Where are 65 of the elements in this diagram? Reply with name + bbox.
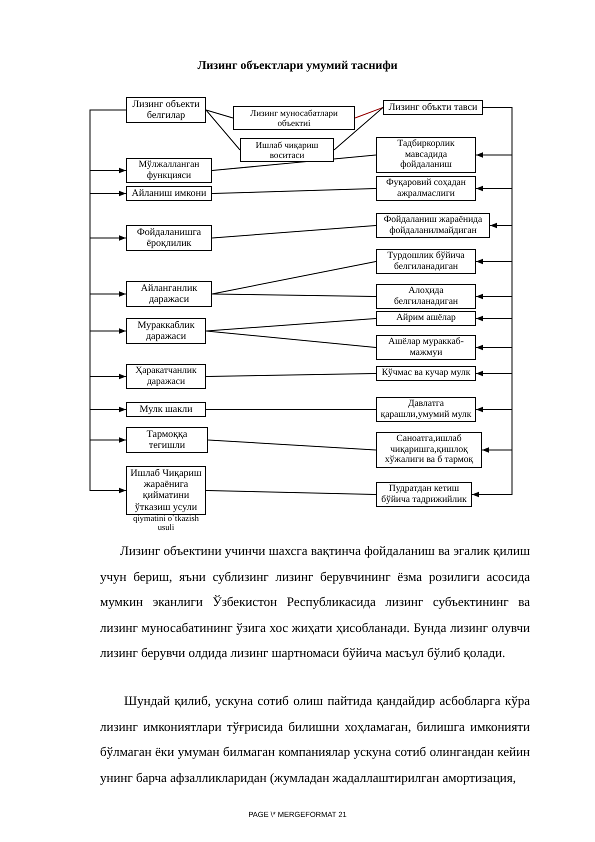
box-label: Мураккаблик даражаси xyxy=(136,320,196,342)
box-label: Фуқаровий соҳадан ажралмаслиги xyxy=(385,178,467,200)
box-label: Тадбиркорлик мавсадида фойдаланиш xyxy=(396,139,456,171)
connector-line xyxy=(208,440,376,450)
category-box xyxy=(376,137,476,173)
category-box xyxy=(233,106,355,130)
category-box xyxy=(376,366,476,381)
connector-line xyxy=(354,107,384,118)
box-label: Лизинг муносабатлари объектиі xyxy=(249,108,339,128)
box-label: Ишлаб Чиқариш жараёнига қийматини ўтказиш усули xyxy=(129,468,203,513)
box-label: Кўчмас ва кучар мулк xyxy=(380,368,472,379)
box-label: Ишлаб чиқариш воситаси xyxy=(254,140,320,160)
connector-line xyxy=(206,330,376,348)
connector-line xyxy=(334,107,384,150)
category-box xyxy=(126,364,206,390)
connector-line xyxy=(206,110,240,150)
connector-line xyxy=(212,294,376,297)
category-box xyxy=(126,158,212,184)
connector-line xyxy=(212,225,376,238)
box-label: Айрим ашёлар xyxy=(395,313,457,324)
body-paragraph: Шундай қилиб, ускуна сотиб олиш пайтида қандайдир асбобларга кўра лизинг имкониятлари тўғрисида билишни хоҳламаган, билишга имконияти бўлмаган ёки умуман билмаган компаниялар ускуна сотиб олингандан кейин унинг барча афзалликларидан (жумладан жадаллаштирилган амортизация, xyxy=(100,692,530,787)
connector-line xyxy=(206,318,376,332)
category-box xyxy=(376,335,476,360)
category-box xyxy=(126,281,212,308)
connector-line xyxy=(212,188,376,194)
connector-line xyxy=(206,110,234,118)
box-label: Фойдаланишга ёроқлилик xyxy=(136,227,202,250)
category-box xyxy=(126,225,212,252)
box-label: Турдошлик бўйича белгиланадиган xyxy=(386,251,466,272)
category-box xyxy=(126,427,208,454)
category-box xyxy=(126,402,206,418)
box-label: Фойдаланиш жараёнида фойдаланилмайдиган xyxy=(382,215,484,236)
box-label: Ҳаракатчанлик даражаси xyxy=(134,366,198,388)
category-box xyxy=(126,186,212,202)
box-note: qiymatini o`tkazish usuli xyxy=(132,514,200,532)
box-label: Давлатга қарашли,умумий мулк xyxy=(380,399,472,420)
category-box xyxy=(376,432,482,468)
category-box xyxy=(376,284,476,310)
box-label: Алоҳида белгиланадиган xyxy=(392,286,460,308)
box-label: Лизинг объекти белгилар xyxy=(131,99,201,122)
body-paragraph: Лизинг объектини учинчи шахсга вақтинча фойдаланиш ва эгалик қилиш учун бериш, яъни сублизинг лизинг берувчининг ёзма розилиги асосида мумкин эканлиги Ўзбекистон Республикасида лизинг субъектининг ва лизинг муносабатининг ўзига хос жиҳати ҳисобланади. Бунда лизинг олувчи лизинг берувчи олдида лизинг шартномаси бўйича масъул бўлиб қолади. xyxy=(100,542,530,662)
category-box xyxy=(126,318,206,344)
arrow xyxy=(472,107,512,498)
box-label: Мулк шакли xyxy=(138,404,194,416)
connector-line xyxy=(206,373,376,377)
category-box xyxy=(376,311,476,326)
category-box xyxy=(376,249,476,274)
connector-line xyxy=(206,490,376,495)
category-box xyxy=(376,482,472,508)
connector-line xyxy=(212,261,376,294)
box-label: Пудратдан кетиш бўйича тадрижийлик xyxy=(380,484,468,506)
box-label: Ашёлар мураккаб-мажмуи xyxy=(387,337,465,358)
category-box xyxy=(240,138,334,162)
box-label: Мўлжалланган функцияси xyxy=(138,160,200,182)
box-label: Саноатга,ишлаб чиқаришга,қишлоқ хўжалиги ва б тармоқ xyxy=(384,434,474,466)
box-label: Лизинг объкти тавси xyxy=(388,102,478,114)
category-box xyxy=(376,176,476,202)
connector-line xyxy=(206,409,376,410)
box-label: Тармоққа тегишли xyxy=(146,429,188,452)
category-box xyxy=(126,97,206,124)
diagram-title: Лизинг объектлари умумий таснифи xyxy=(196,58,399,73)
category-box xyxy=(383,100,483,116)
box-label: Айланганлик даражаси xyxy=(140,283,198,306)
category-box xyxy=(376,213,490,238)
box-label: Айланиш имкони xyxy=(130,188,208,200)
